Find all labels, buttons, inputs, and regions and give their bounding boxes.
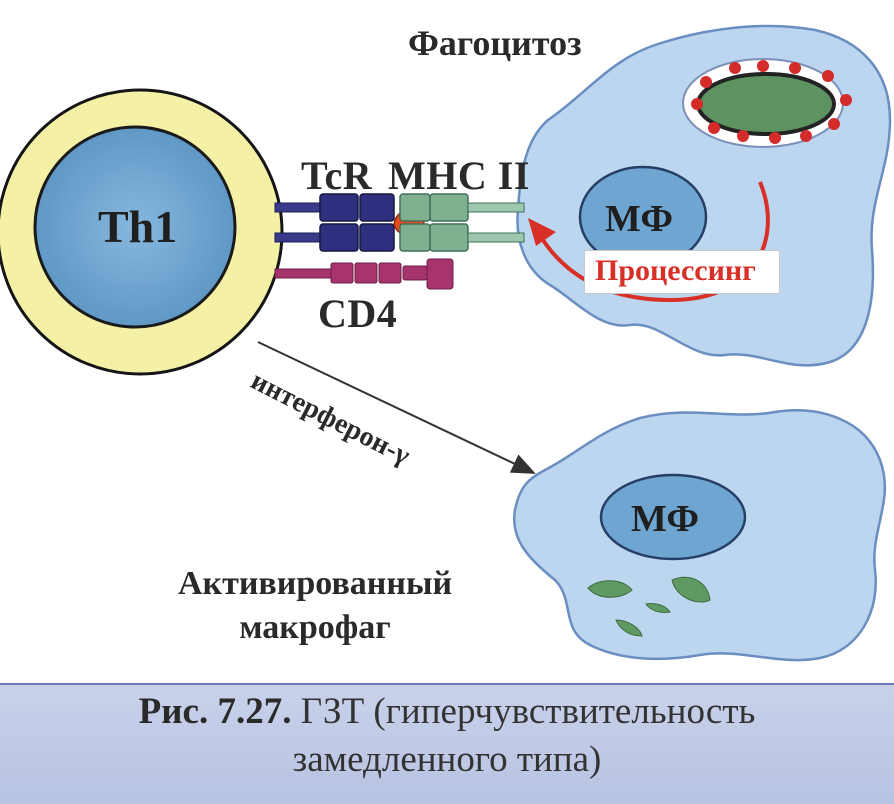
activated-line-1: Активированный	[178, 565, 453, 602]
caption-line-2: замедленного типа)	[292, 739, 602, 780]
antigen-dots	[691, 60, 852, 144]
caption-band	[0, 683, 894, 804]
tcr-receptor	[319, 193, 395, 252]
caption-title: ГЗТ (гиперчувствительность	[300, 691, 756, 732]
mf-top-label: МФ	[605, 198, 674, 240]
th1-label: Th1	[98, 201, 178, 252]
processing-arrowhead	[528, 218, 556, 246]
digested-fragments	[587, 576, 711, 637]
caption-line-1: Рис. 7.27. ГЗТ (гиперчувствительность	[0, 690, 894, 733]
mf-nucleus-bottom	[599, 473, 747, 561]
cd4-coreceptor	[274, 258, 454, 290]
mhc-ii	[399, 193, 469, 252]
processing-label: Процессинг	[595, 254, 756, 287]
activated-macrophage-label: Активированный макрофаг	[178, 562, 452, 650]
processing-label-box: Процессинг	[584, 250, 780, 294]
mhc-stalks	[467, 202, 525, 243]
interferon-arrow	[257, 341, 536, 474]
tcr-label: TcR	[301, 153, 373, 198]
mhc-label: MHC II	[388, 153, 530, 198]
activated-line-2: макрофаг	[239, 609, 391, 646]
th1-nucleus	[33, 125, 237, 329]
cd4-label: CD4	[318, 291, 398, 336]
figure-number: Рис. 7.27.	[138, 691, 292, 732]
mf-bottom-label: МФ	[631, 498, 700, 540]
phagocytosis-label: Фагоцитоз	[408, 23, 582, 63]
processing-arrow	[536, 181, 770, 303]
